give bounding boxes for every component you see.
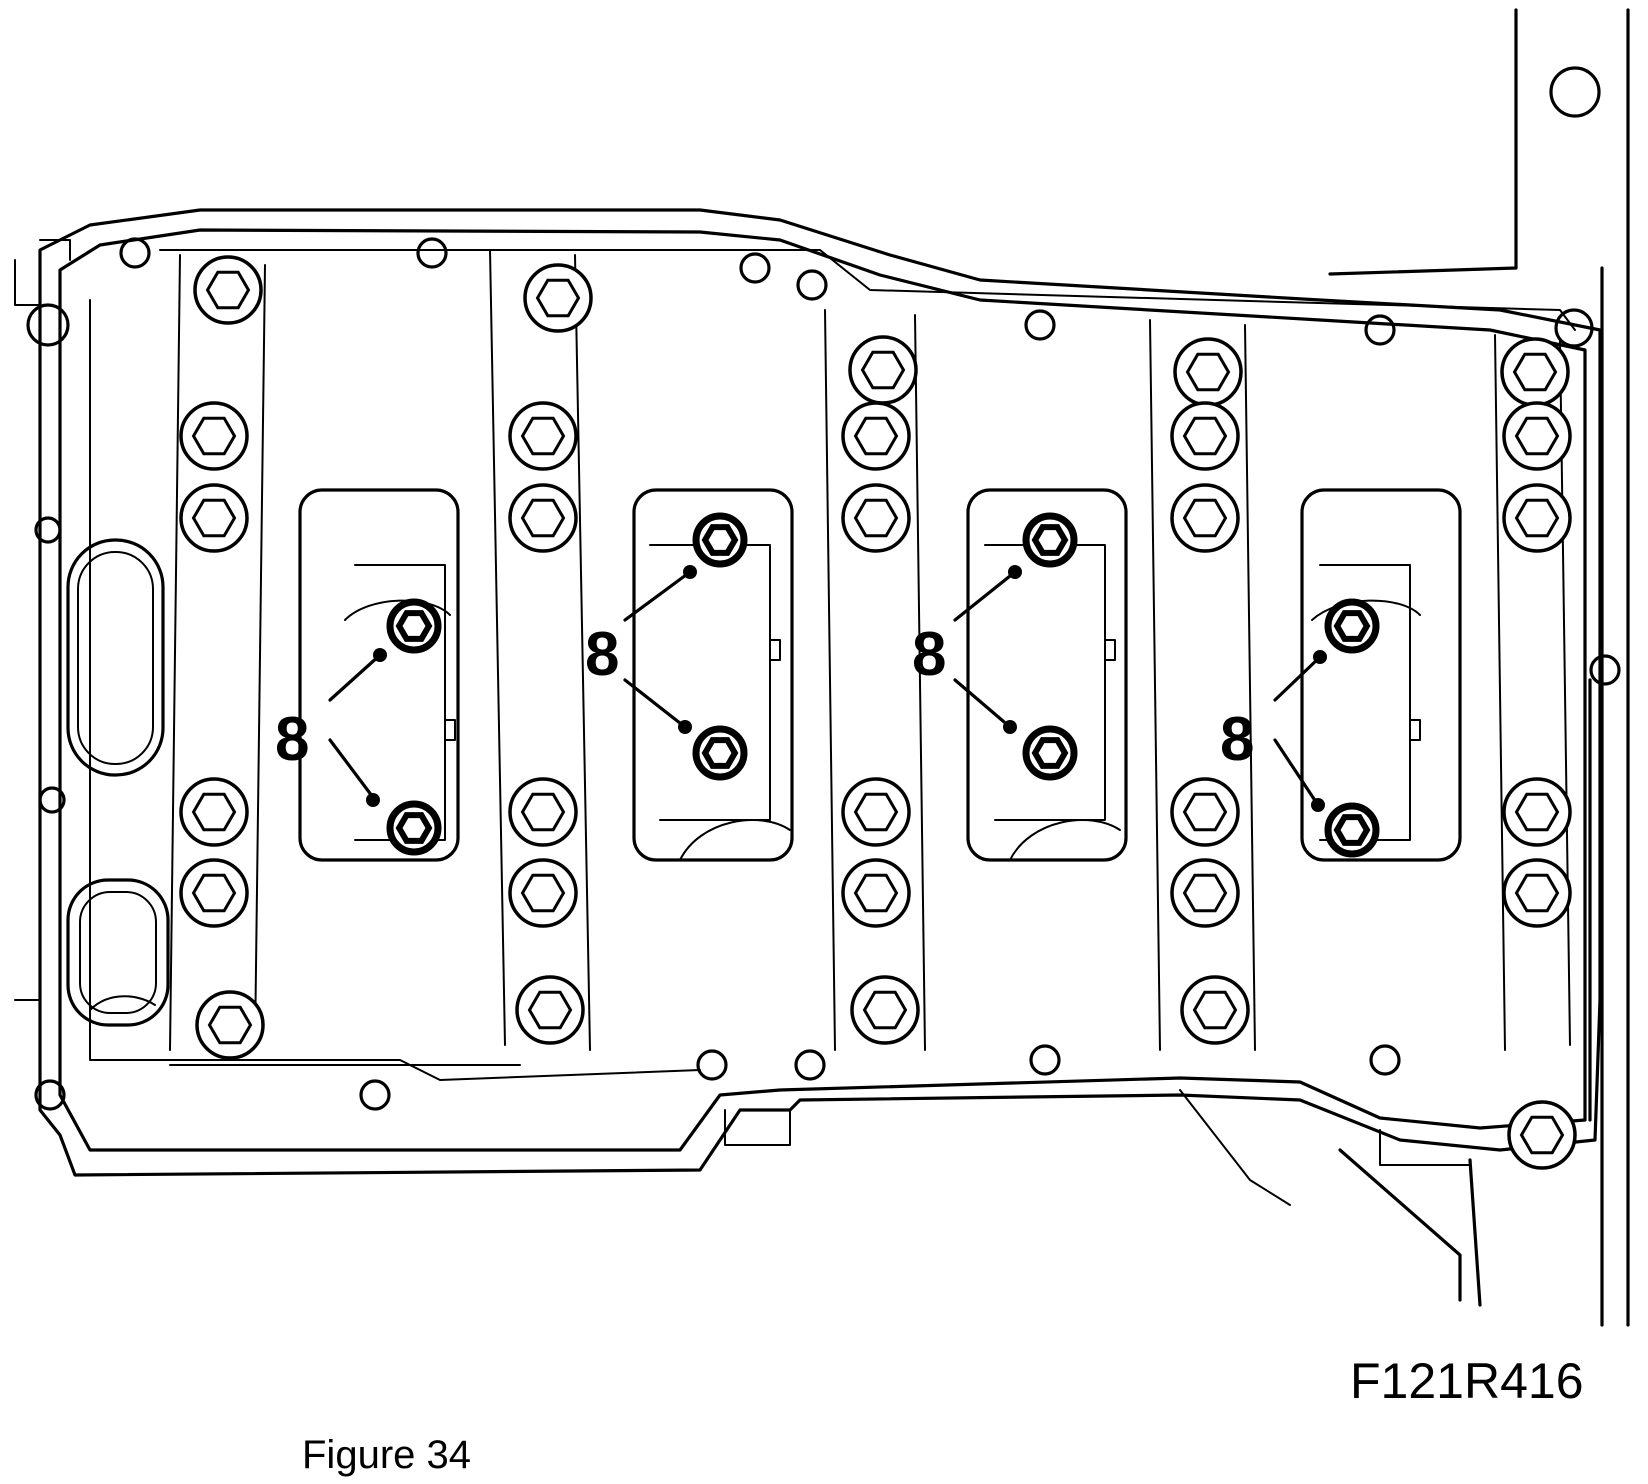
frame-bolt [1502, 777, 1572, 847]
frame-bolt [508, 858, 578, 928]
left-ports [26, 303, 170, 1111]
leader-dot [678, 720, 692, 734]
callout-group-2: 8 [585, 565, 697, 734]
housing-hole [1549, 66, 1601, 118]
frame-bolt [848, 335, 918, 405]
cap-bolt [386, 598, 442, 654]
frame-bolt [1502, 858, 1572, 928]
cap-bolt [692, 725, 748, 781]
bearing-cap-bolts [386, 512, 1380, 858]
callout-group-3: 8 [912, 565, 1022, 734]
frame-bolt [179, 777, 249, 847]
ladder-webs [169, 249, 1571, 1051]
frame-bolt [195, 990, 265, 1060]
callout-label-3: 8 [912, 620, 946, 689]
leader-dot [1311, 798, 1325, 812]
frame-bolt [1170, 483, 1240, 553]
callouts: 8 8 8 8 [275, 565, 1327, 812]
cap-bolt [1022, 512, 1078, 568]
frame-bolt [841, 401, 911, 471]
leader-dot [683, 565, 697, 579]
frame-bolt [1170, 858, 1240, 928]
cap-bolt [1324, 802, 1380, 858]
frame-bolt [1502, 483, 1572, 553]
frame-bolt [179, 858, 249, 928]
leader-dot [366, 793, 380, 807]
side-housing [1328, 8, 1630, 1327]
cap-bolt [1324, 598, 1380, 654]
callout-group-4: 8 [1220, 650, 1327, 812]
callout-label-2: 8 [585, 620, 619, 689]
frame-bolt [1180, 975, 1250, 1045]
frame-bolt [179, 483, 249, 553]
frame-bolt [1500, 337, 1570, 407]
leader-dot [1003, 720, 1017, 734]
frame-bolt [841, 483, 911, 553]
frame-bolt [1170, 777, 1240, 847]
cap-bolt [386, 800, 442, 856]
leader-dot [1008, 565, 1022, 579]
leader-dot [373, 648, 387, 662]
frame-bolt [508, 401, 578, 471]
frame-bolt [515, 975, 585, 1045]
figure-caption: Figure 34 [302, 1433, 471, 1477]
cap-bolt [1022, 725, 1078, 781]
callout-label-1: 8 [275, 705, 309, 774]
callout-group-1: 8 [275, 648, 387, 807]
cap-bolt [692, 512, 748, 568]
frame-bolt [841, 858, 911, 928]
frame-bolt [1507, 1100, 1577, 1170]
frame-bolt [1502, 401, 1572, 471]
figure-code: F121R416 [1350, 1353, 1584, 1409]
frame-bolt [193, 255, 263, 325]
frame-outline [14, 208, 1602, 1307]
frame-bolt [523, 263, 593, 333]
frame-bolt [841, 777, 911, 847]
frame-bolt [508, 483, 578, 553]
perimeter-holes [119, 237, 1621, 1111]
frame-bolt [850, 975, 920, 1045]
frame-bolt [1170, 401, 1240, 471]
frame-bolts [179, 255, 1577, 1170]
frame-bolt [1173, 337, 1243, 407]
frame-bolt [179, 401, 249, 471]
leader-dot [1313, 650, 1327, 664]
frame-bolt [508, 777, 578, 847]
callout-label-4: 8 [1220, 705, 1254, 774]
